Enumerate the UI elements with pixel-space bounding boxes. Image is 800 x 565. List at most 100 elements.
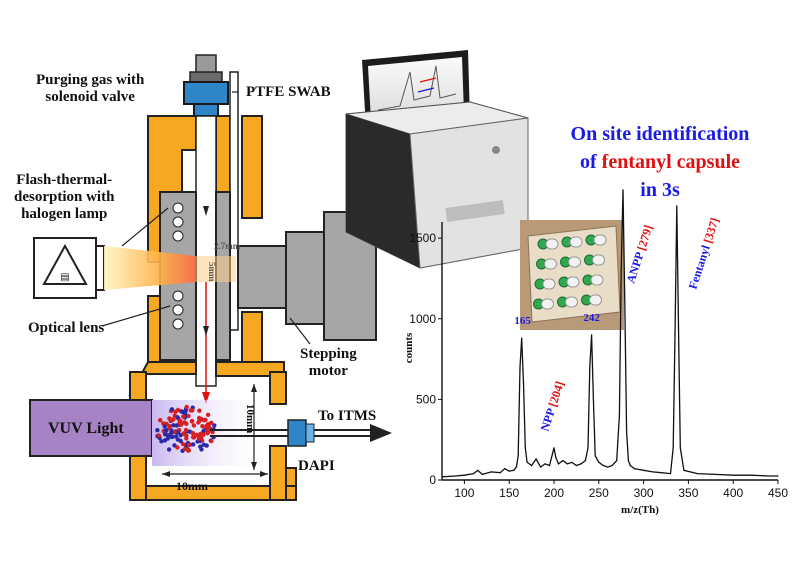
spectrum-point <box>580 463 582 465</box>
x-tick-label: 100 <box>454 486 474 500</box>
spectrum-point <box>672 447 674 449</box>
spectrum-point <box>652 471 654 473</box>
ion-dot <box>183 446 188 451</box>
spectrum-point <box>513 469 515 471</box>
ion-dot <box>200 424 205 429</box>
optical-lens-label: Optical lens <box>28 320 105 336</box>
ion-dot <box>210 430 215 435</box>
spectrum-point <box>584 460 587 462</box>
ion-dot <box>155 428 160 433</box>
flash-label-line2: desorption with <box>14 189 115 205</box>
spectrum-point <box>674 334 676 336</box>
compound-name: ANPP <box>624 248 648 285</box>
spectrum-point <box>521 337 523 339</box>
dimension-vertical-label: 10mm <box>244 404 256 434</box>
ion-dot <box>159 439 164 444</box>
ion-dot <box>201 442 206 447</box>
spectrum-point <box>477 469 479 471</box>
ion-dot <box>171 417 176 422</box>
spectrum-point <box>598 461 600 463</box>
right-orange-lower <box>241 311 263 363</box>
spectrum-point <box>515 466 518 468</box>
purge-label: Purging gas with solenoid valve <box>36 72 144 106</box>
capsule-pill <box>533 298 554 310</box>
capsule-pill <box>581 294 602 306</box>
ion-dot <box>189 418 195 424</box>
spectrum-point <box>714 473 716 475</box>
spectrum-point <box>679 447 681 449</box>
ion-dot <box>196 436 202 442</box>
capsule-pill <box>585 234 607 246</box>
ion-dot <box>162 432 168 437</box>
spectrum-point <box>517 455 519 457</box>
spectrum-point <box>618 414 621 417</box>
ion-dot <box>175 445 180 450</box>
spectrum-point <box>768 475 770 477</box>
capsule-pill <box>537 238 559 250</box>
ion-dot <box>190 435 196 440</box>
to-itms-label: To ITMS <box>318 408 377 424</box>
y-tick-label: 1500 <box>409 231 436 245</box>
ion-dot <box>182 410 188 415</box>
spectrum-point <box>634 468 636 470</box>
chamber-right-wall-lower <box>269 445 287 501</box>
ion-dot <box>184 404 189 410</box>
ion-dot <box>169 430 174 435</box>
compound-annotation: Fentanyl [337] <box>686 216 722 291</box>
spectrum-point <box>472 473 474 475</box>
ion-dot <box>183 427 189 433</box>
spectrum-point <box>540 466 542 468</box>
ion-dot <box>169 434 174 440</box>
vuv-light-label: VUV Light <box>48 420 124 437</box>
ion-dot <box>203 417 208 422</box>
compound-name: Fentanyl <box>686 241 714 291</box>
capsule-pill <box>557 296 578 308</box>
spectrum-point <box>611 464 613 467</box>
spectrum-point <box>607 466 609 468</box>
instrument-photo <box>345 50 529 269</box>
capsule-pill <box>582 274 604 286</box>
ion-dot <box>188 408 193 413</box>
headline-line1: On site identification <box>570 123 750 145</box>
spectrum-point <box>504 468 506 470</box>
spectrum-point <box>519 366 521 368</box>
spectrum-point <box>531 464 533 467</box>
x-tick-label: 450 <box>768 486 788 500</box>
capsule-pill <box>536 258 557 270</box>
x-tick-label: 200 <box>544 486 564 500</box>
compound-mz: [204] <box>545 379 566 408</box>
ion-dot <box>186 448 191 453</box>
spectrum-point <box>629 464 631 467</box>
spectrum-point <box>777 475 779 477</box>
x-tick-label: 150 <box>499 486 519 500</box>
spectrum-point <box>591 334 593 336</box>
spectrum-point <box>626 431 628 433</box>
spectrum-point <box>557 463 560 465</box>
headline-of: of <box>579 151 602 173</box>
x-tick-label: 300 <box>634 486 654 500</box>
capsule-pill <box>558 276 580 288</box>
spectrum-point <box>683 469 685 471</box>
headline-line3: in 3s <box>640 179 680 201</box>
ion-dot <box>186 413 191 419</box>
ion-cloud <box>155 404 217 453</box>
spectrum-point <box>553 447 555 449</box>
spectrum-point <box>535 458 537 460</box>
spectrum-point <box>499 472 501 474</box>
ion-dot <box>163 428 169 433</box>
spectrum-point <box>624 302 626 304</box>
spectrum-point <box>620 269 622 271</box>
capsule-blister-photo <box>520 220 624 330</box>
spectrum-point <box>526 461 528 463</box>
ion-dot <box>175 407 181 413</box>
headline: On site identification of fentanyl capsu… <box>540 120 780 204</box>
headline-fentanyl-capsule: fentanyl capsule <box>601 151 740 173</box>
dapi-inlet <box>210 419 392 447</box>
svg-text:▤: ▤ <box>60 272 69 283</box>
spectrum-point <box>566 463 569 465</box>
ion-dot <box>209 438 214 444</box>
purge-label-line1: Purging gas with <box>36 72 145 88</box>
ion-dot <box>175 415 180 420</box>
ion-dot <box>191 423 197 428</box>
ion-dot <box>156 433 162 438</box>
